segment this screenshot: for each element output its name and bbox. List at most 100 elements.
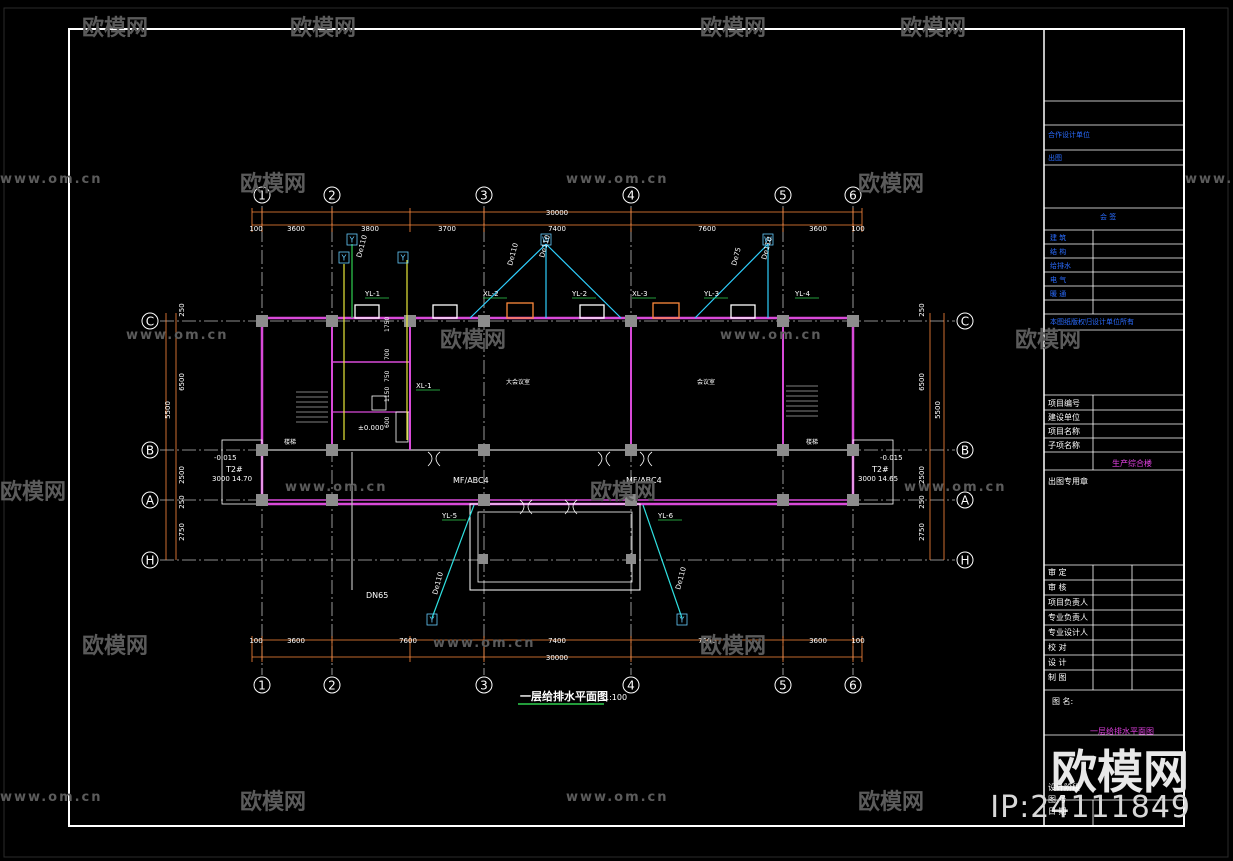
canopy-outline xyxy=(469,503,641,591)
pipe-letter: Y xyxy=(679,616,685,625)
axis-label: A xyxy=(961,494,970,508)
axis-bubble xyxy=(956,491,974,509)
structural-column xyxy=(847,494,859,506)
door-swing xyxy=(597,451,611,467)
axis-bubble xyxy=(622,186,640,204)
axis-label: B xyxy=(146,444,154,458)
dimension-text: 250 xyxy=(178,303,186,316)
sheet-border xyxy=(68,28,1185,827)
structural-column xyxy=(256,444,268,456)
dimension-text: 7400 xyxy=(548,637,566,645)
extinguisher-label: MF/ABC4 xyxy=(626,476,662,485)
side-tag: T2# xyxy=(871,465,889,474)
title-block-drawing-label: 图 名: xyxy=(1052,697,1074,706)
side-tag: T2# xyxy=(225,465,243,474)
title-block-staff-row: 设 计 xyxy=(1048,658,1067,667)
axis-label: A xyxy=(146,494,155,508)
axis-label: 2 xyxy=(328,189,336,203)
dimension-text: 100 xyxy=(249,225,262,233)
pipe-tag: XL-1 xyxy=(416,382,432,390)
title-block-staff-row: 校 对 xyxy=(1048,643,1067,652)
axis-bubble xyxy=(956,312,974,330)
axis-bubble xyxy=(622,676,640,694)
structural-column xyxy=(478,554,488,564)
axis-label: 5 xyxy=(779,679,787,693)
pipe-size: De110 xyxy=(760,236,774,260)
dimension-text: 5500 xyxy=(164,401,172,419)
title-block-sign-row: 给排水 xyxy=(1050,262,1071,270)
title-block-section-head: 会 签 xyxy=(1100,213,1117,221)
pipe-tag: YL-4 xyxy=(794,290,811,298)
title-block-staff-row: 项目负责人 xyxy=(1048,598,1088,607)
dimension-text: 3600 xyxy=(287,637,305,645)
dimension-text: 3600 xyxy=(809,225,827,233)
structural-column xyxy=(326,444,338,456)
title-block-staff-row: 审 核 xyxy=(1048,583,1067,592)
room-label: 大会议室 xyxy=(506,378,530,386)
window-opening xyxy=(579,304,605,319)
structural-column xyxy=(777,444,789,456)
axis-label: 4 xyxy=(627,679,635,693)
axis-label: 1 xyxy=(258,189,266,203)
dimension-text: 6500 xyxy=(918,373,926,391)
pipe-diameter: DN65 xyxy=(366,591,388,600)
axis-bubble xyxy=(253,676,271,694)
axis-bubble xyxy=(475,186,493,204)
dimension-text: 3700 xyxy=(438,225,456,233)
structural-column xyxy=(626,554,636,564)
side-dim: 3000 14.70 xyxy=(212,475,252,483)
structural-column xyxy=(847,444,859,456)
drain-pipe xyxy=(431,504,475,619)
pipe-letter: Y xyxy=(429,616,435,625)
drawing-scale: 1:100 xyxy=(604,693,627,702)
axis-label: 6 xyxy=(849,189,857,203)
axis-bubble xyxy=(141,441,159,459)
room-label: 楼梯 xyxy=(806,438,818,446)
pipe-tag: YL-5 xyxy=(441,512,457,520)
structural-column xyxy=(625,444,637,456)
axis-label: 4 xyxy=(627,189,635,203)
drawing-title: 一层给排水平面图 xyxy=(520,689,608,703)
pipe-tag: YL-1 xyxy=(364,290,380,298)
title-block-field: 合作设计单位 xyxy=(1048,131,1090,139)
title-block-drawing-name: 一层给排水平面图 xyxy=(1090,727,1154,736)
title-block-project-value: 生产综合楼 xyxy=(1112,459,1152,468)
pipe-tag: YL-3 xyxy=(703,290,719,298)
dimension-text-small: 750 xyxy=(384,370,391,382)
structural-column xyxy=(777,494,789,506)
dimension-text: 100 xyxy=(851,225,864,233)
axis-label: 1 xyxy=(258,679,266,693)
pipe-tag-box xyxy=(540,233,552,246)
pipe-lines xyxy=(338,233,774,626)
title-block-note: 本图纸版权归设计单位所有 xyxy=(1050,318,1134,326)
pipe-letter: W xyxy=(764,236,772,245)
elevation: ±0.000 xyxy=(358,424,384,432)
dimension-text: 2500 xyxy=(918,466,926,484)
pipe-letter: Y xyxy=(341,254,347,263)
structural-column xyxy=(478,315,490,327)
pipe-size: De110 xyxy=(674,566,688,590)
window-opening xyxy=(730,304,756,319)
pipe-size: De110 xyxy=(431,571,445,595)
title-block-project-field: 项目名称 xyxy=(1048,427,1080,436)
pipe-size: De75 xyxy=(730,246,743,266)
pipe-size: De110 xyxy=(506,242,520,266)
dimension-text: 6500 xyxy=(178,373,186,391)
axis-bubble xyxy=(475,676,493,694)
axis-label: C xyxy=(146,315,154,329)
pipe-tag: YL-2 xyxy=(571,290,587,298)
structural-column xyxy=(478,494,490,506)
canopy-inner xyxy=(477,511,633,583)
window-opening xyxy=(354,304,380,319)
door-swing xyxy=(564,499,578,515)
title-block-stamp-label: 出图专用章 xyxy=(1048,477,1088,486)
side-dim: 3000 14.65 xyxy=(858,475,898,483)
dimension-text: 7600 xyxy=(698,637,716,645)
window-opening xyxy=(652,302,680,319)
axis-bubble xyxy=(774,186,792,204)
watermark-id: IP:24111849 xyxy=(990,790,1191,825)
dimension-text: 100 xyxy=(851,637,864,645)
watermark-big-logo: 欧模网 xyxy=(1051,745,1189,799)
